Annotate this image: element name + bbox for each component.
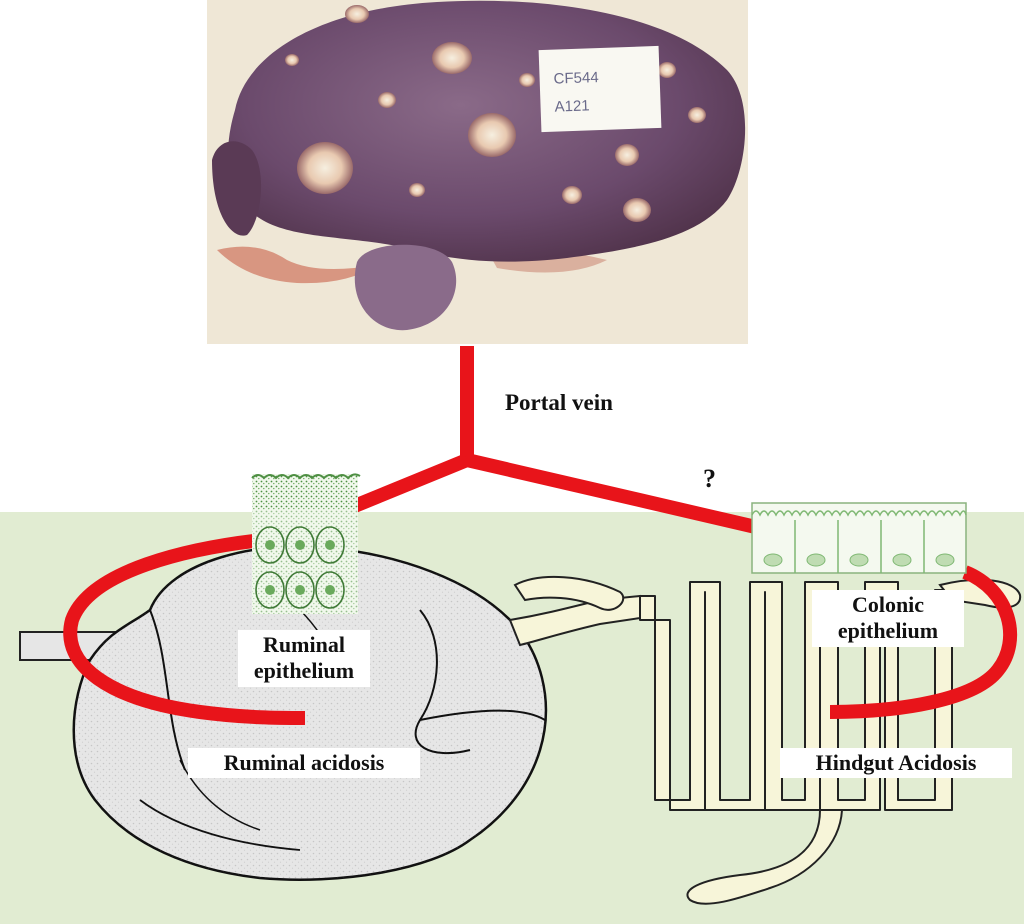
rumen-fold	[419, 709, 546, 721]
blood-stain	[217, 246, 377, 284]
question-mark-label: ?	[703, 464, 716, 493]
abscess	[688, 107, 706, 123]
specimen-tag-line2: A121	[554, 97, 590, 115]
abscess	[562, 186, 582, 204]
portal-vein-label: Portal vein	[505, 390, 613, 415]
abscess	[432, 42, 472, 74]
ruminal-epithelium-label: Ruminal epithelium	[238, 630, 370, 687]
ruminal-epithelium-label-line1: Ruminal	[263, 632, 345, 657]
hindgut-acidosis-label: Hindgut Acidosis	[780, 748, 1012, 779]
hindgut-venous-loop	[829, 565, 1018, 719]
specimen-tag-line1: CF544	[553, 69, 599, 88]
abscess	[623, 198, 651, 222]
abscess	[345, 5, 369, 23]
abscess	[409, 183, 425, 197]
colonic-epithelium-histology	[751, 502, 967, 574]
abscess	[285, 54, 299, 66]
ruminal-epithelium-label-line2: epithelium	[253, 658, 355, 684]
ruminal-venous-loop	[63, 533, 306, 725]
abscess	[378, 92, 396, 108]
abscess	[615, 144, 639, 166]
specimen-tag	[538, 45, 662, 133]
liver-abscess-photo: CF544 A121	[207, 0, 748, 344]
colonic-epithelium-label: Colonic epithelium	[812, 590, 964, 647]
rumen-stipple	[73, 546, 546, 880]
portal-vein-left-branch	[337, 453, 470, 519]
rumen-fold	[139, 799, 301, 851]
liver-left-lobe	[212, 141, 262, 236]
rumen-fold	[149, 609, 186, 771]
colonic-epithelium-label-line2: epithelium	[837, 618, 939, 644]
ruminal-epithelium-histology	[251, 473, 361, 614]
rumen-fold	[179, 759, 261, 831]
abscess	[519, 73, 535, 87]
rectum-tail	[686, 809, 844, 905]
abscess	[468, 113, 516, 157]
abscess	[658, 62, 676, 78]
portal-vein-right-branch	[465, 453, 762, 535]
colonic-epithelium-label-line1: Colonic	[851, 592, 925, 617]
ruminal-acidosis-label: Ruminal acidosis	[188, 748, 420, 779]
abscess	[297, 142, 353, 194]
duodenum-loop	[513, 576, 625, 611]
liver-lower-lobe	[354, 244, 457, 331]
